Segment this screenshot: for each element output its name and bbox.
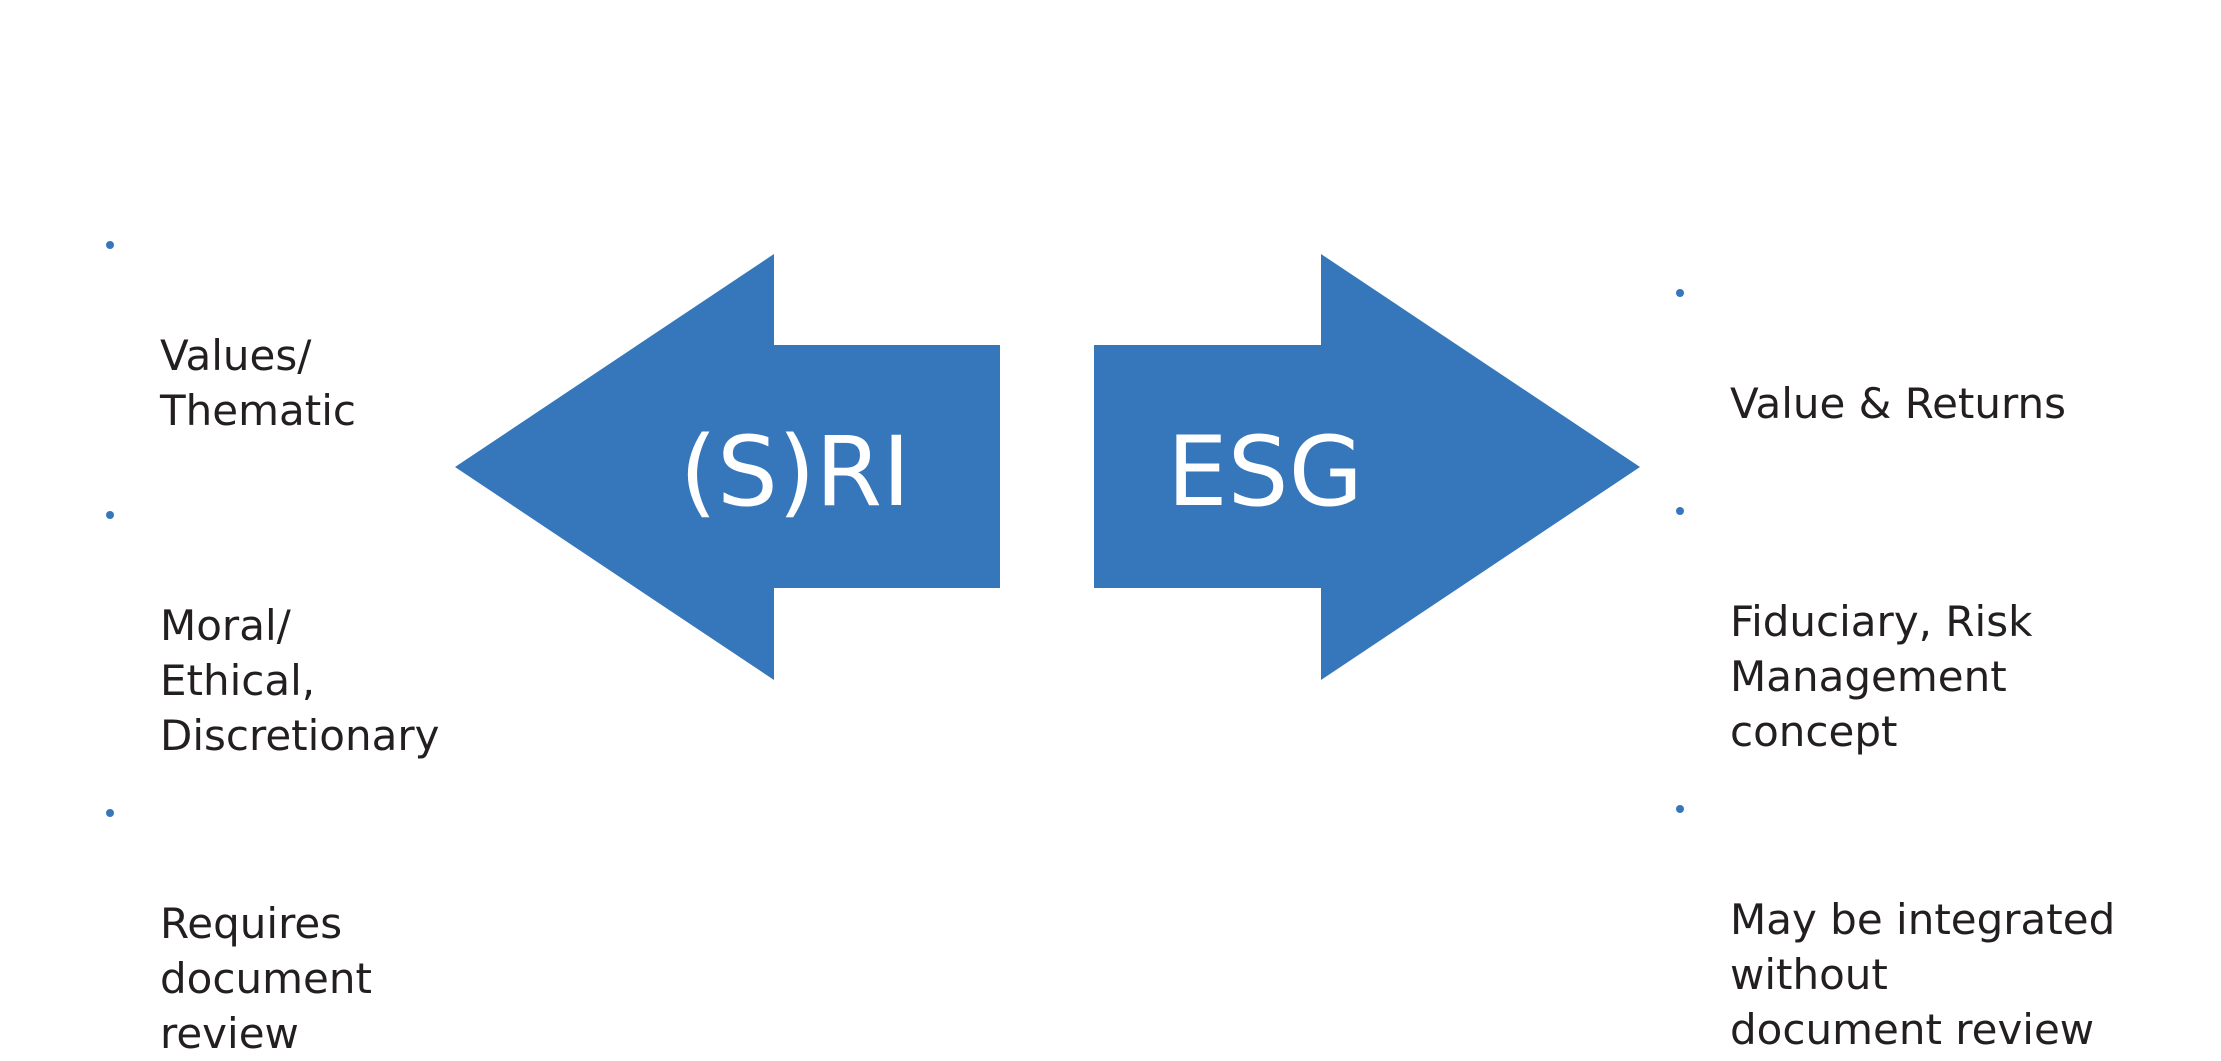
left-arrow xyxy=(455,254,1000,680)
bullet-icon xyxy=(106,241,114,249)
right-arrow xyxy=(1094,254,1640,680)
list-item: Requires document review xyxy=(100,786,460,1061)
list-item-text: May be integrated without document revie… xyxy=(1730,895,2116,1054)
arrows-diagram: (S)RI ESG xyxy=(455,254,1640,680)
bullet-icon xyxy=(1676,289,1684,297)
list-item-text: Requires document review xyxy=(160,899,372,1058)
right-arrow-label: ESG xyxy=(1167,416,1363,528)
list-item: Value & Returns xyxy=(1670,266,2130,431)
list-item-text: Values/ Thematic xyxy=(160,331,356,435)
bullet-icon xyxy=(106,511,114,519)
bullet-icon xyxy=(1676,805,1684,813)
bullet-icon xyxy=(106,809,114,817)
list-item-text: Value & Returns xyxy=(1730,379,2067,428)
bullet-icon xyxy=(1676,507,1684,515)
left-arrow-label: (S)RI xyxy=(680,416,911,528)
list-item: Values/ Thematic xyxy=(100,218,460,438)
esg-characteristics-list: Value & Returns Fiduciary, Risk Manageme… xyxy=(1670,266,2130,1057)
list-item: May be integrated without document revie… xyxy=(1670,782,2130,1057)
list-item: Fiduciary, Risk Management concept xyxy=(1670,484,2130,759)
sri-characteristics-list: Values/ Thematic Moral/ Ethical, Discret… xyxy=(100,218,460,1061)
list-item-text: Fiduciary, Risk Management concept xyxy=(1730,597,2033,756)
list-item-text: Moral/ Ethical, Discretionary xyxy=(160,601,440,760)
list-item: Moral/ Ethical, Discretionary xyxy=(100,488,460,763)
